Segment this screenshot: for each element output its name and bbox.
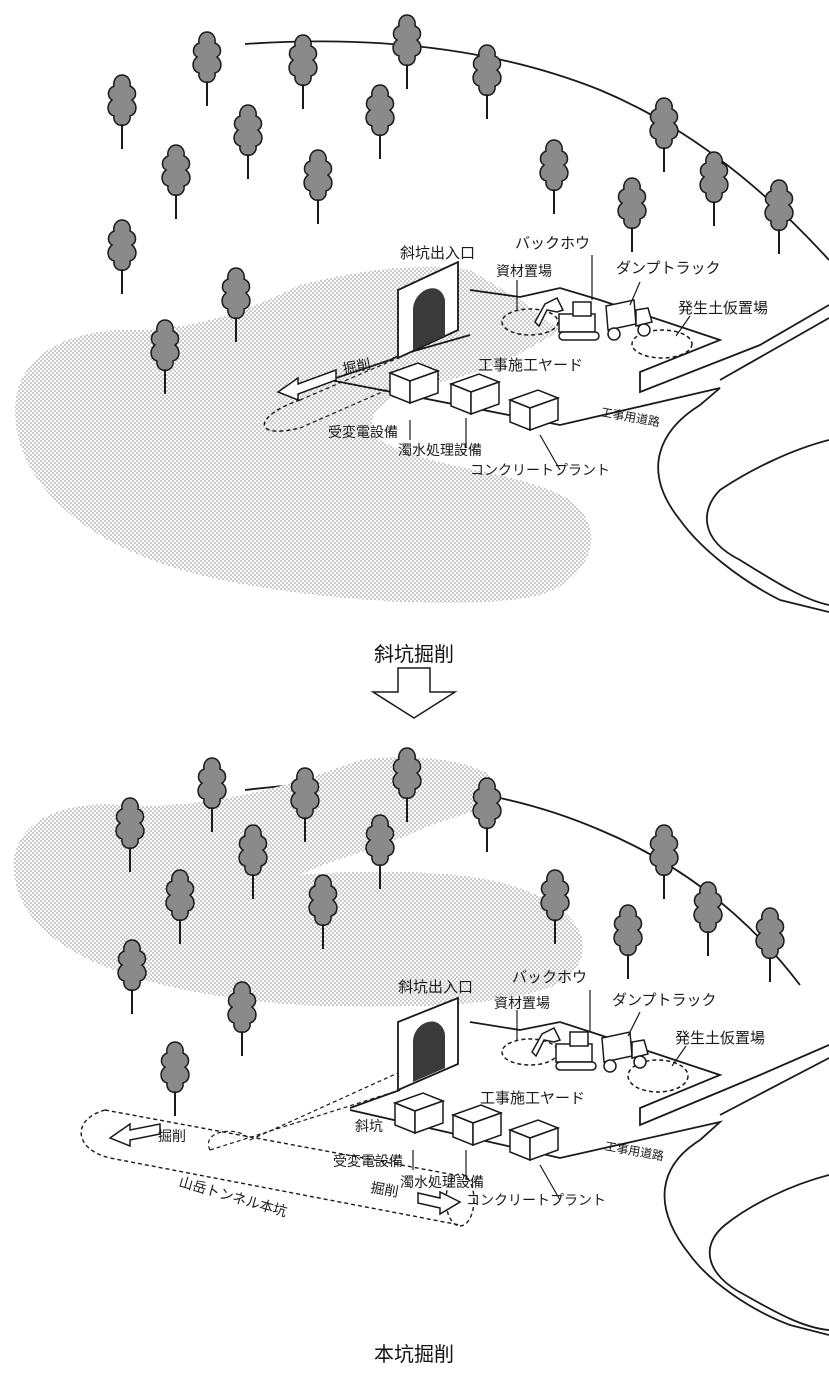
backhoe-label: バックホウ bbox=[512, 968, 587, 986]
water-treatment-label: 濁水処理設備 bbox=[398, 443, 482, 459]
concrete-plant-label: コンクリートプラント bbox=[470, 463, 610, 479]
yard-outline-lower bbox=[349, 1109, 829, 1336]
yard-outline-lower bbox=[329, 379, 829, 613]
concrete-plant-label: コンクリートプラント bbox=[466, 1193, 606, 1209]
tree-icon bbox=[160, 1041, 190, 1117]
tree-icon bbox=[303, 149, 333, 225]
down-arrow-icon bbox=[370, 667, 458, 719]
material-yard-circle bbox=[501, 308, 559, 336]
tree-icon bbox=[649, 97, 679, 173]
construction-yard-label: 工事施工ヤード bbox=[480, 1089, 585, 1107]
leader-lines bbox=[412, 990, 687, 1201]
incline-tunnel-lines bbox=[299, 357, 399, 429]
panel-incline-excavation: 斜坑出入口 バックホウ 資材置場 ダンプトラック 発生土仮置場 工事施工ヤード … bbox=[15, 14, 829, 666]
tree-icon bbox=[117, 939, 147, 1015]
excavation-left-label: 掘削 bbox=[158, 1129, 186, 1145]
excavation-right-label: 掘削 bbox=[369, 1180, 399, 1201]
backhoe-icon bbox=[534, 296, 600, 341]
incline-label: 斜坑 bbox=[355, 1119, 383, 1135]
face-dashed-ellipse bbox=[263, 399, 301, 432]
tree-icon bbox=[472, 777, 502, 853]
spoil-yard-label: 発生土仮置場 bbox=[675, 1029, 765, 1047]
road-outer bbox=[719, 317, 829, 381]
mountain-area bbox=[13, 757, 584, 1007]
tree-icon bbox=[365, 84, 395, 160]
dump-truck-label: ダンプトラック bbox=[616, 259, 721, 277]
panel-main-tunnel-excavation: 斜坑出入口 バックホウ 資材置場 ダンプトラック 発生土仮置場 工事施工ヤード … bbox=[13, 747, 829, 1366]
yard-outline bbox=[469, 1021, 829, 1127]
tree-icon bbox=[288, 34, 318, 110]
tree-icon bbox=[755, 907, 785, 983]
backhoe-label: バックホウ bbox=[515, 234, 590, 252]
tree-icon bbox=[107, 74, 137, 150]
tree-icon bbox=[539, 139, 569, 215]
spoil-yard-label: 発生土仮置場 bbox=[678, 299, 768, 317]
yard-front-edge bbox=[349, 1089, 401, 1109]
incline-entrance-label: 斜坑出入口 bbox=[400, 244, 475, 262]
construction-yard-label: 工事施工ヤード bbox=[478, 356, 583, 374]
tree-icon bbox=[617, 177, 647, 253]
material-yard-circle bbox=[501, 1038, 559, 1066]
excavation-arrow-icon bbox=[276, 368, 337, 402]
water-treatment-label: 濁水処理設備 bbox=[400, 1175, 484, 1191]
incline-tunnel-lines bbox=[207, 1071, 401, 1151]
tree-icon bbox=[233, 104, 263, 180]
road-outer bbox=[719, 1057, 829, 1116]
spoil-yard-circle bbox=[631, 329, 693, 359]
spoil-yard-circle bbox=[627, 1059, 689, 1093]
substation-label: 受変電設備 bbox=[333, 1153, 403, 1170]
concrete-plant-box bbox=[509, 1119, 559, 1161]
tree-icon bbox=[161, 144, 191, 220]
water-treatment-box bbox=[450, 373, 500, 415]
water-treatment-box bbox=[452, 1104, 502, 1146]
backhoe-icon bbox=[531, 1026, 597, 1071]
dump-truck-icon bbox=[601, 1031, 649, 1073]
tunnel-mouth-icon bbox=[413, 1021, 445, 1082]
main-tunnel-label: 山岳トンネル本坑 bbox=[177, 1174, 289, 1220]
excavation-arrow-right-icon bbox=[417, 1190, 462, 1216]
tunnel-mouth-icon bbox=[413, 288, 445, 350]
tree-icon bbox=[649, 824, 679, 900]
main-tunnel-outline bbox=[80, 1109, 461, 1226]
road-inner bbox=[708, 1174, 829, 1331]
road-inner bbox=[706, 439, 829, 606]
dump-truck-icon bbox=[605, 299, 653, 341]
material-yard-label: 資材置場 bbox=[496, 264, 552, 280]
caption-incline-excavation: 斜坑掘削 bbox=[374, 642, 454, 666]
tree-icon bbox=[227, 981, 257, 1057]
tree-icon bbox=[392, 14, 422, 90]
dump-truck-label: ダンプトラック bbox=[612, 991, 717, 1009]
caption-main-tunnel-excavation: 本坑掘削 bbox=[374, 1342, 454, 1366]
incline-entrance-label: 斜坑出入口 bbox=[398, 978, 473, 996]
tree-icon bbox=[699, 151, 729, 227]
forest-edge-line bbox=[244, 40, 829, 261]
material-yard-label: 資材置場 bbox=[494, 996, 550, 1012]
tree-icon bbox=[613, 904, 643, 980]
substation-label: 受変電設備 bbox=[328, 424, 398, 441]
excavation-label: 掘削 bbox=[342, 356, 373, 377]
tree-icon bbox=[764, 179, 794, 255]
yard-outline bbox=[469, 287, 829, 394]
leader-lines bbox=[409, 255, 691, 471]
excavation-arrow-left-icon bbox=[108, 1122, 161, 1148]
tree-icon bbox=[192, 31, 222, 107]
yard-front-edge bbox=[329, 334, 471, 381]
substation-box bbox=[394, 1092, 444, 1134]
tree-icon bbox=[693, 881, 723, 957]
tree-icon bbox=[107, 219, 137, 295]
tree-icon bbox=[472, 44, 502, 120]
